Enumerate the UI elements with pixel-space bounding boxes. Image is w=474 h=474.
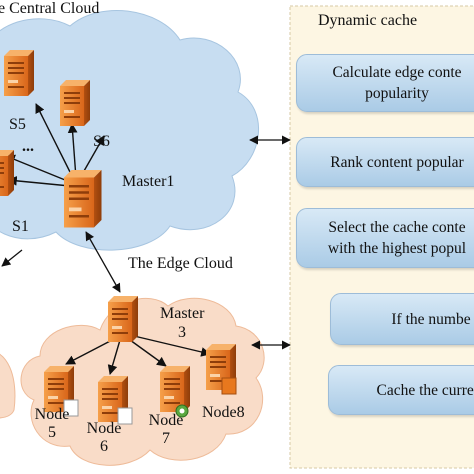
node5-cache-icon bbox=[63, 399, 79, 417]
node8-cache-icon bbox=[221, 377, 237, 395]
central-edge-arrow bbox=[85, 231, 121, 293]
node7-recycle-icon bbox=[175, 404, 189, 418]
step-1-line1: Calculate edge conte bbox=[332, 64, 462, 81]
server-s5-icon bbox=[4, 50, 34, 96]
central-left-arrow bbox=[1, 249, 23, 267]
step-select-cache-content: Select the cache conte with the highest … bbox=[296, 208, 474, 268]
step-if-number: If the numbe bbox=[330, 293, 474, 345]
step-1-line2: popularity bbox=[365, 85, 429, 102]
node5-name: Node bbox=[34, 406, 70, 423]
server-s5-label: S5 bbox=[9, 116, 26, 133]
central-cloud-shape bbox=[0, 9, 259, 251]
server-master1-icon bbox=[64, 170, 102, 228]
step-rank-popularity: Rank content popular bbox=[296, 137, 474, 187]
step-4-line1: If the numbe bbox=[391, 310, 471, 328]
node7-name: Node bbox=[148, 412, 184, 429]
node5-label: Node 5 bbox=[34, 406, 70, 441]
server-master1-label: Master1 bbox=[122, 173, 175, 190]
edge-cloud-title: The Edge Cloud bbox=[128, 255, 233, 272]
server-s6-icon bbox=[60, 80, 90, 126]
node8-label: Node8 bbox=[202, 404, 245, 421]
server-s1-label: S1 bbox=[12, 218, 29, 235]
master3-label-line1: Master bbox=[160, 305, 205, 322]
step-2-line1: Rank content popular bbox=[330, 153, 464, 171]
step-calculate-popularity: Calculate edge conte popularity bbox=[296, 54, 474, 112]
cache-panel-title: Dynamic cache bbox=[318, 12, 418, 29]
step-cache-current: Cache the curren bbox=[328, 365, 474, 415]
node6-cache-icon bbox=[117, 407, 133, 425]
node7-num: 7 bbox=[162, 429, 170, 447]
server-node7-icon bbox=[160, 366, 190, 412]
server-master3-icon bbox=[108, 296, 138, 342]
node5-num: 5 bbox=[48, 423, 56, 441]
master3-label-line2: 3 bbox=[178, 324, 186, 341]
edge-arrows bbox=[65, 335, 211, 375]
node6-label: Node 6 bbox=[86, 420, 122, 455]
server-s6-label: S6 bbox=[93, 133, 110, 150]
server-ellipsis: ... bbox=[22, 138, 34, 155]
central-cloud-title: e Central Cloud bbox=[0, 0, 100, 17]
step-3-line2: with the highest popul bbox=[327, 240, 467, 257]
node6-name: Node bbox=[86, 420, 122, 437]
server-s1-icon bbox=[0, 150, 14, 196]
step-3-line1: Select the cache conte bbox=[328, 219, 466, 236]
node6-num: 6 bbox=[100, 437, 108, 455]
step-5-line1: Cache the curren bbox=[376, 381, 474, 399]
node7-label: Node 7 bbox=[148, 412, 184, 447]
